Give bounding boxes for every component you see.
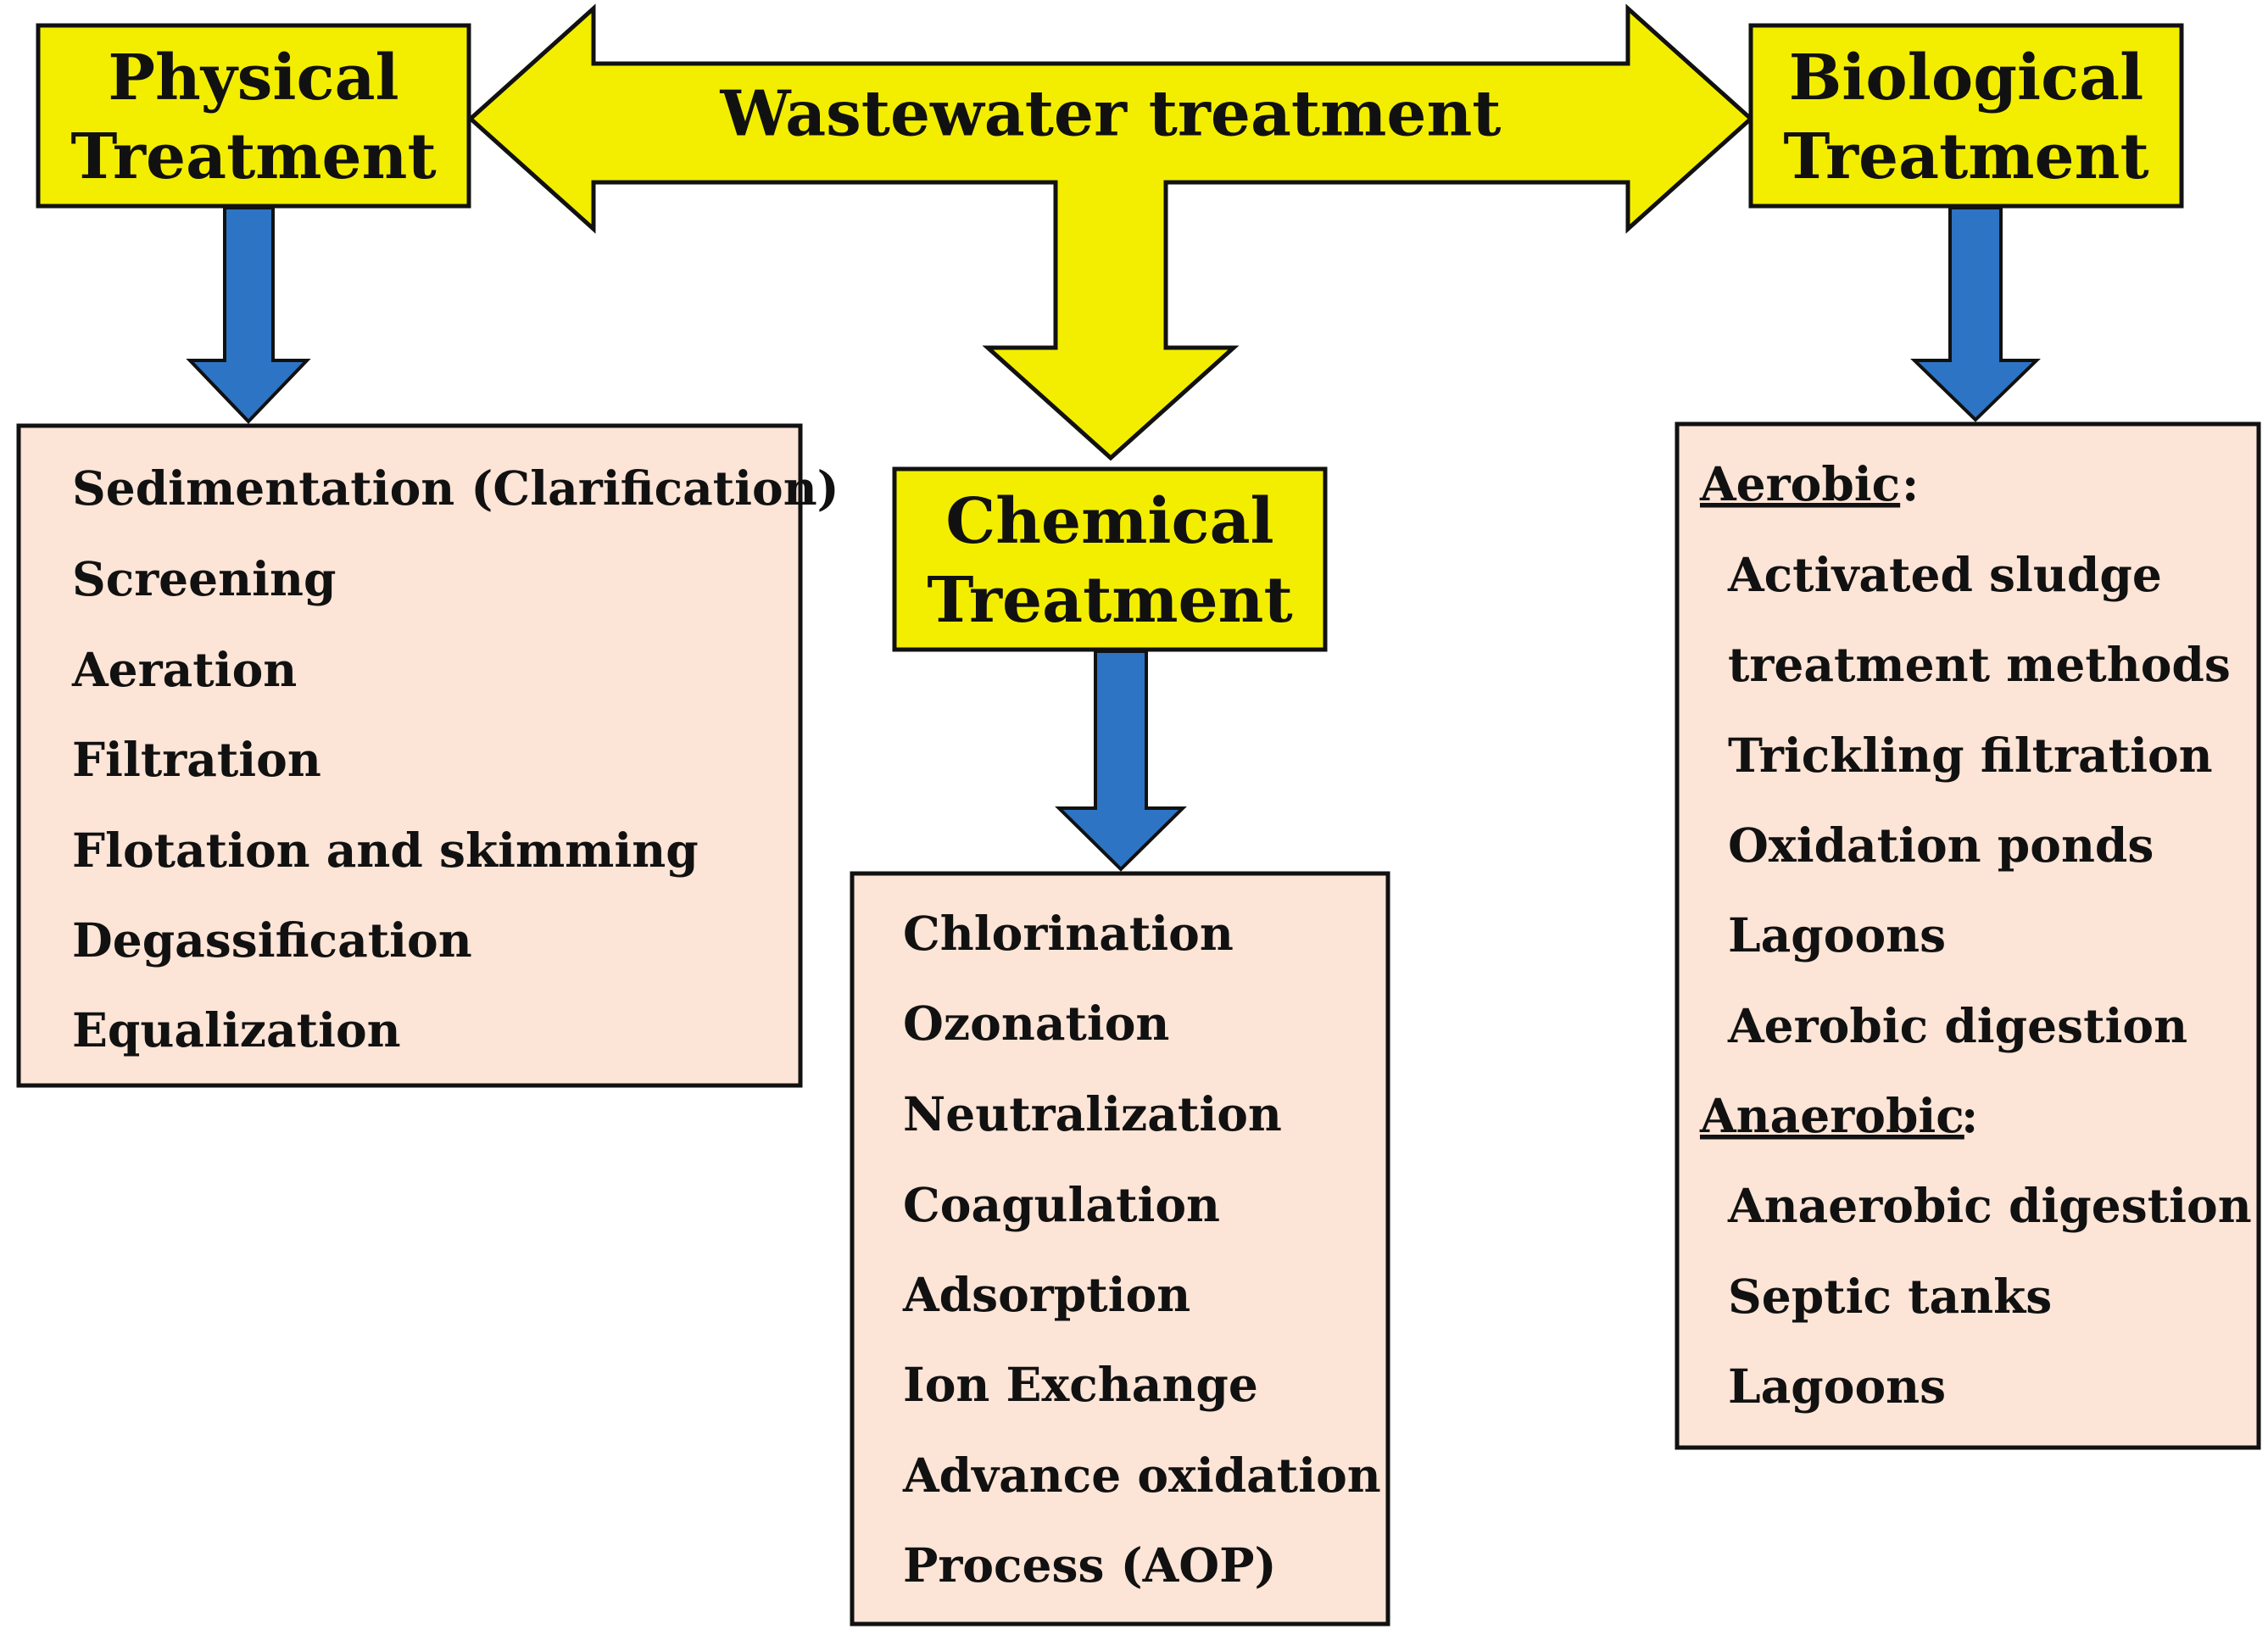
list-item: Equalization [72, 1002, 401, 1057]
list-item: Adsorption [902, 1267, 1190, 1322]
chemical-list-box [850, 871, 1390, 1627]
aerobic-group-label: Aerobic [1699, 456, 1900, 511]
physical-down-arrow [186, 206, 311, 424]
physical-item-list: Sedimentation (Clarification) Screening … [71, 460, 839, 1057]
physical-title-line2: Treatment [70, 120, 436, 193]
list-item: Trickling filtration [1728, 728, 2213, 783]
biological-down-arrow [1910, 206, 2041, 422]
chemical-item-list: Chlorination Ozonation Neutralization Co… [902, 906, 1381, 1593]
list-item: Septic tanks [1728, 1269, 2052, 1324]
anaerobic-group-colon: : [1961, 1088, 1978, 1143]
list-item: Sedimentation (Clarification) [72, 460, 839, 516]
physical-header-box [36, 23, 471, 209]
list-item: Ozonation [903, 996, 1169, 1051]
list-item: Degassification [72, 912, 472, 968]
list-item: Ion Exchange [903, 1357, 1258, 1412]
list-item: Activated sludge [1727, 547, 2162, 602]
biological-title-line2: Treatment [1783, 120, 2148, 193]
biological-list-box [1675, 421, 2261, 1450]
biological-title-line1: Biological [1789, 42, 2143, 114]
list-item: Oxidation ponds [1728, 818, 2154, 873]
biological-item-list: Aerobic : Activated sludge treatment met… [1699, 456, 2252, 1414]
chemical-header-box [892, 466, 1328, 652]
chemical-title-line2: Treatment [927, 564, 1292, 637]
list-item: treatment methods [1728, 637, 2231, 692]
list-item: Filtration [72, 732, 321, 787]
yellow-t-arrow [467, 3, 1754, 461]
list-item: Flotation and skimming [72, 823, 699, 878]
list-item: Advance oxidation [902, 1448, 1381, 1503]
chemical-title-line1: Chemical [945, 485, 1273, 558]
biological-header-box [1748, 23, 2184, 209]
list-item: Neutralization [903, 1086, 1282, 1141]
list-item: Lagoons [1728, 907, 1946, 963]
list-item: Process (AOP) [903, 1537, 1277, 1593]
physical-list-box [16, 423, 803, 1088]
list-item: Aerobic digestion [1727, 998, 2187, 1053]
list-item: Coagulation [903, 1177, 1220, 1232]
list-item: Anaerobic digestion [1727, 1178, 2252, 1233]
aerobic-group-colon: : [1902, 456, 1919, 511]
center-title: Wastewater treatment [720, 78, 1502, 151]
list-item: Screening [72, 551, 337, 606]
anaerobic-group-label: Anaerobic [1699, 1088, 1964, 1143]
list-item: Chlorination [903, 906, 1234, 961]
physical-title-line1: Physical [108, 42, 398, 114]
chemical-down-arrow [1055, 650, 1187, 872]
list-item: Lagoons [1728, 1359, 1946, 1414]
list-item: Aeration [71, 642, 297, 697]
